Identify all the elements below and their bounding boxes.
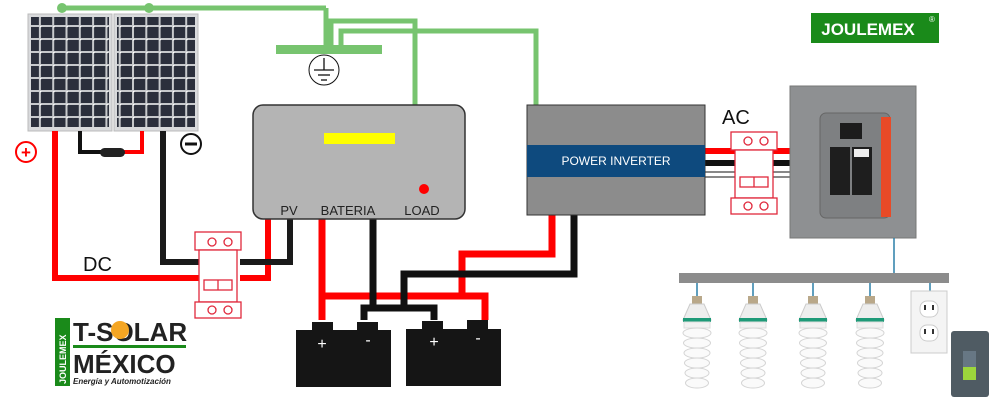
tsolar-mexico-logo: JOULEMEX T-SOLAR MÉXICO Energía y Automo… [55, 317, 187, 386]
solar-panel [27, 13, 113, 132]
svg-text:®: ® [929, 15, 935, 24]
svg-text:+: + [429, 334, 438, 351]
sun-icon [111, 321, 129, 339]
cfl-bulb-icon [738, 283, 768, 389]
svg-text:JOULEMEX: JOULEMEX [58, 334, 68, 384]
battery: + - [296, 322, 391, 387]
svg-text:+: + [21, 143, 31, 162]
charge-controller: PV BATERIA LOAD [252, 104, 466, 220]
svg-text:+: + [317, 336, 326, 353]
svg-text:Energía y Automotización: Energía y Automotización [73, 377, 171, 386]
mc4-connector [100, 148, 125, 157]
ground-node [144, 3, 154, 13]
load-indicator-led [419, 184, 429, 194]
battery: + - [406, 320, 501, 386]
cfl-bulb-icon [682, 283, 712, 389]
ac-label: AC [722, 107, 750, 129]
svg-text:-: - [475, 330, 480, 347]
positive-icon: + [15, 141, 37, 163]
ground-bus-bar [276, 45, 382, 54]
phone-charging-icon [951, 331, 989, 397]
svg-text:-: - [365, 332, 370, 349]
wall-outlet [910, 290, 948, 354]
negative-icon [180, 133, 202, 155]
inverter-label: POWER INVERTER [561, 154, 670, 168]
dc-breaker [194, 231, 242, 319]
dc-label: DC [83, 254, 112, 276]
pv-terminal-label: PV [280, 203, 298, 218]
breaker-panel [789, 85, 917, 239]
joulemex-logo: JOULEMEX ® [811, 13, 939, 43]
battery-terminal-label: BATERIA [321, 203, 376, 218]
ground-icon [308, 54, 340, 86]
ground-wiring [62, 5, 539, 105]
svg-text:MÉXICO: MÉXICO [73, 349, 176, 379]
ac-breaker [730, 131, 778, 215]
svg-text:T-SOLAR: T-SOLAR [73, 317, 187, 347]
load-terminal-label: LOAD [404, 203, 439, 218]
solar-panel [113, 13, 199, 132]
cfl-bulb-icon [855, 283, 885, 389]
ground-node [57, 3, 67, 13]
svg-text:JOULEMEX: JOULEMEX [821, 20, 915, 39]
cfl-bulb-icon [798, 283, 828, 389]
distribution-bar [679, 273, 949, 283]
controller-display [324, 133, 395, 144]
power-inverter: POWER INVERTER [526, 104, 706, 216]
